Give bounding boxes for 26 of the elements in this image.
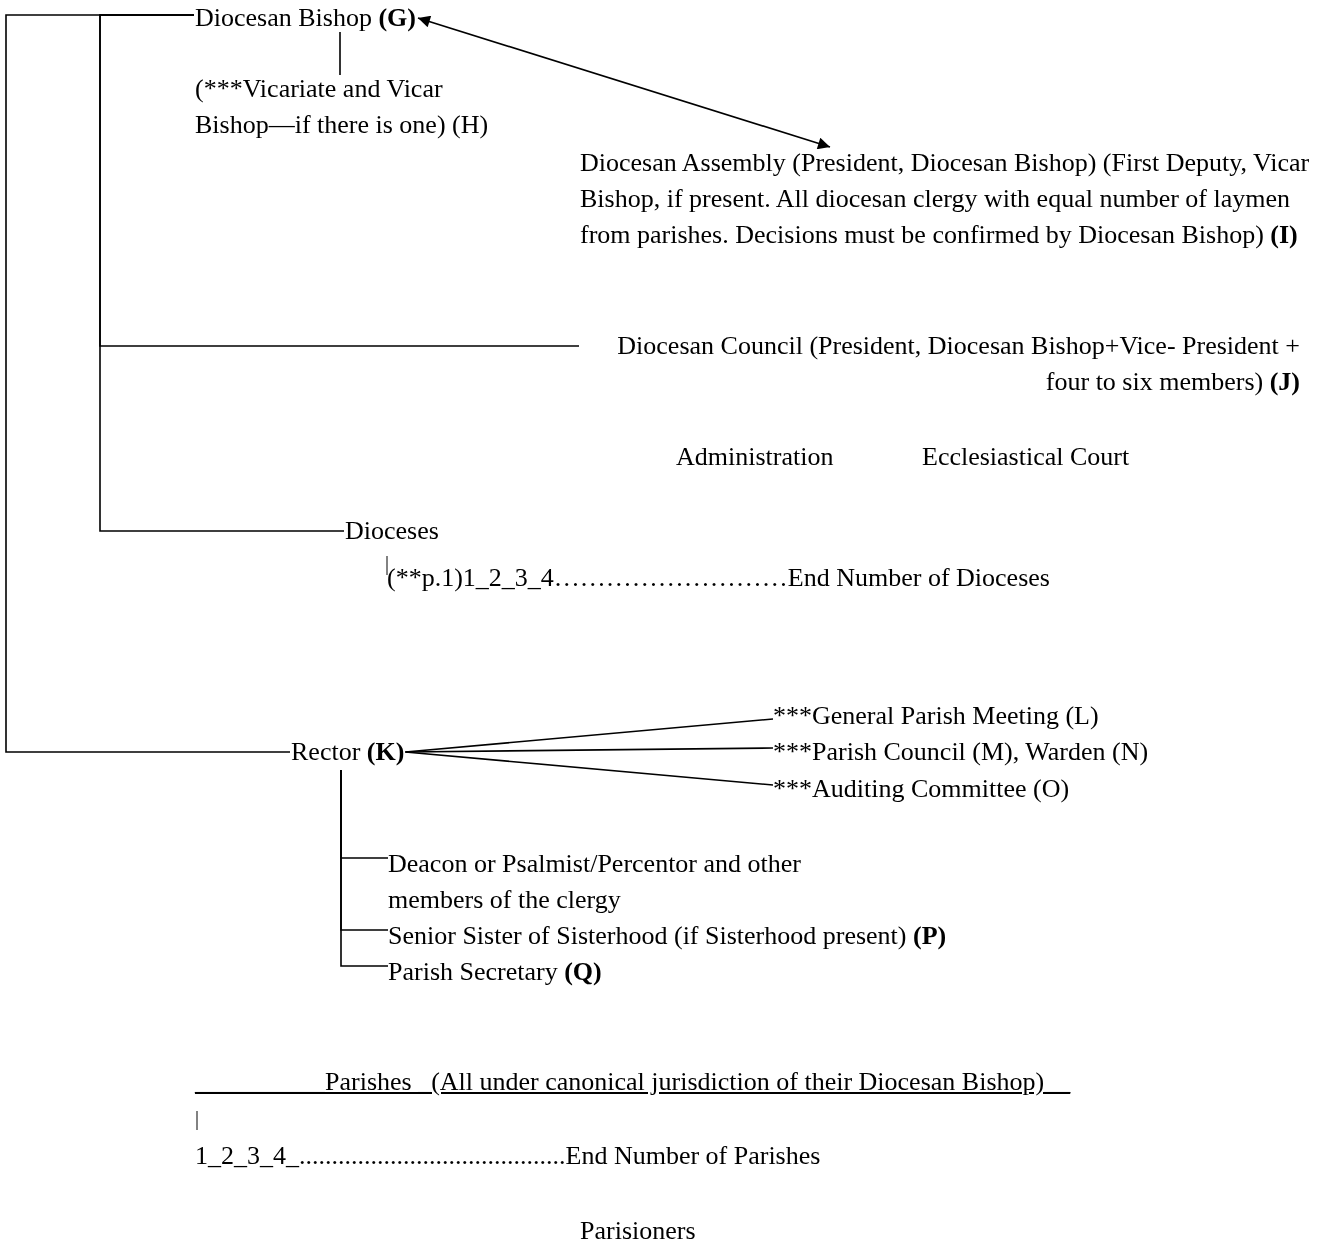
connector-line bbox=[99, 14, 345, 532]
footer-text: Parisioners bbox=[580, 1215, 696, 1247]
node-text: Deacon or Psalmist/Percentor and other members of the clergy bbox=[388, 846, 818, 918]
connector-line bbox=[404, 751, 774, 786]
node-text: ***Parish Council (M), Warden (N) bbox=[773, 734, 1149, 770]
section-label: Ecclesiastical Court bbox=[922, 441, 1130, 473]
heading-text: __________Parishes _(All under canonical jurisdiction of their Diocesan Bishop)__ bbox=[195, 1066, 1071, 1098]
connector-text: | bbox=[385, 551, 389, 575]
connector-text: | bbox=[195, 1106, 199, 1132]
list-text: 1_2_3_4_.........................................End Number of Parishes bbox=[195, 1140, 821, 1172]
node-text: Dioceses bbox=[345, 513, 439, 549]
node-text: Senior Sister of Sisterhood (if Sisterhood present) (P) bbox=[388, 918, 947, 954]
node-text: Rector (K) bbox=[291, 734, 405, 770]
list-text: (**p.1)1_2_3_4………………………End Number of Dioceses bbox=[387, 563, 1050, 594]
node-text: (***Vicariate and Vicar Bishop—if there is one) (H) bbox=[195, 71, 515, 143]
node-text: Diocesan Council (President, Diocesan Bishop+Vice- President + four to six members) (J) bbox=[580, 328, 1300, 400]
node-text: Parish Secretary (Q) bbox=[388, 954, 602, 990]
arrow bbox=[417, 15, 831, 150]
connector-line bbox=[340, 769, 389, 967]
node-text: Diocesan Assembly (President, Diocesan Bishop) (First Deputy, Vicar Bishop, if present. All diocesan clergy with equal number of laymen from parishes. Decisions must be confirmed by Diocesan Bishop) (I) bbox=[580, 145, 1334, 253]
node-text: Diocesan Bishop (G) bbox=[195, 0, 416, 36]
connector-line bbox=[5, 14, 291, 753]
section-label: Administration bbox=[676, 441, 834, 473]
node-text: ***Auditing Committee (O) bbox=[773, 771, 1070, 807]
connector-line bbox=[339, 31, 341, 76]
node-text: ***General Parish Meeting (L) bbox=[773, 698, 1099, 734]
